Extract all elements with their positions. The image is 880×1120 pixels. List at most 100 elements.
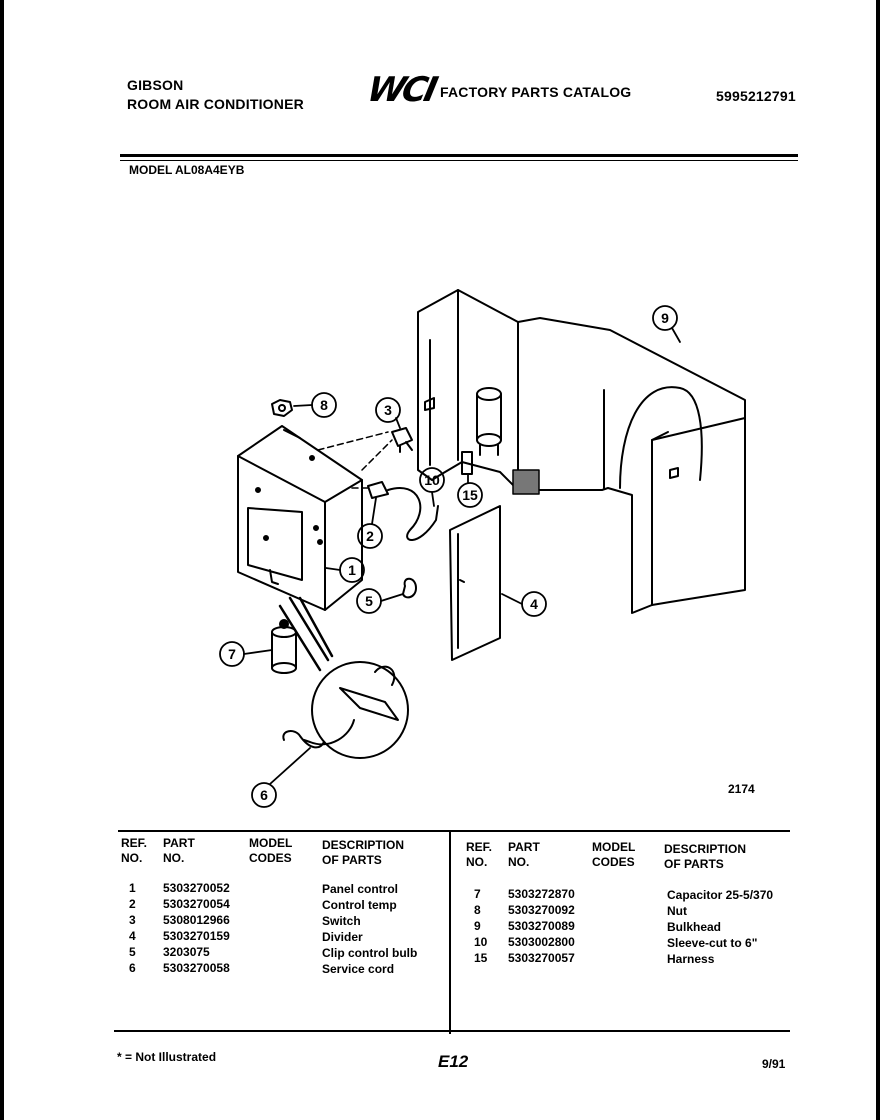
header-part-no-left: PART NO. <box>163 836 195 866</box>
header-ref-no-right: REF. NO. <box>466 840 492 870</box>
table-row-ref: 8 <box>474 903 481 917</box>
table-row-ref: 6 <box>129 961 136 975</box>
header-ref-line2: NO. <box>466 855 488 869</box>
product-name: ROOM AIR CONDITIONER <box>127 96 304 112</box>
callout-markers <box>219 305 681 808</box>
callout-labels: 8 3 9 10 15 2 1 5 4 7 6 <box>228 310 669 803</box>
table-row-ref: 2 <box>129 897 136 911</box>
header-part-line1: PART <box>163 836 195 850</box>
header-ref-no-left: REF. NO. <box>121 836 147 866</box>
callout-2: 2 <box>366 528 374 544</box>
callout-7: 7 <box>228 646 236 662</box>
exploded-parts-diagram: 8 3 9 10 15 2 1 5 4 7 6 <box>219 289 746 808</box>
bulkhead-part <box>417 289 746 614</box>
header-desc-line2: OF PARTS <box>322 853 382 867</box>
table-row-part: 5308012966 <box>163 913 230 927</box>
callout-6: 6 <box>260 787 268 803</box>
scan-border-left <box>0 0 4 1120</box>
table-row-desc: Panel control <box>322 882 399 896</box>
table-row-part: 5303272870 <box>508 887 575 901</box>
table-row-desc: Capacitor 25-5/370 <box>667 888 774 902</box>
callout-3: 3 <box>384 402 392 418</box>
control-temp-part <box>367 481 439 541</box>
table-row-desc: Control temp <box>322 898 397 912</box>
header-model-line1: MODEL <box>592 840 636 854</box>
table-row-ref: 4 <box>129 929 136 943</box>
scan-border-right <box>876 0 880 1120</box>
callout-1: 1 <box>348 562 356 578</box>
left-desc-column: Panel control Control temp Switch Divide… <box>322 881 417 977</box>
table-row-part: 5303270052 <box>163 881 230 895</box>
header-model-codes-left: MODEL CODES <box>249 836 292 866</box>
table-row-desc: Harness <box>667 952 715 966</box>
table-row-desc: Sleeve-cut to 6" <box>667 936 758 950</box>
header-ref-line1: REF. <box>121 836 148 850</box>
header-desc-line1: DESCRIPTION <box>664 842 747 856</box>
control-panel-part <box>237 425 363 611</box>
revision-date: 9/91 <box>762 1057 786 1071</box>
callout-15: 15 <box>462 487 478 503</box>
header-description-right: DESCRIPTION OF PARTS <box>664 842 746 872</box>
harness-part <box>461 451 473 475</box>
table-row-ref: 3 <box>129 913 136 927</box>
header-part-line2: NO. <box>163 851 185 865</box>
callout-9: 9 <box>661 310 669 326</box>
table-row-desc: Switch <box>322 914 361 928</box>
catalog-title: FACTORY PARTS CATALOG <box>440 84 632 100</box>
figure-number: 2174 <box>728 782 755 796</box>
table-top-rule <box>118 830 790 832</box>
nut-part <box>271 399 293 417</box>
header-model-codes-right: MODEL CODES <box>592 840 635 870</box>
header-rule-thick <box>120 154 798 157</box>
divider-part <box>449 505 501 661</box>
service-cord-part <box>278 596 409 759</box>
switch-part <box>391 427 413 453</box>
table-row-ref: 5 <box>129 945 136 959</box>
table-row-ref: 10 <box>474 935 488 949</box>
table-row-ref: 1 <box>129 881 136 895</box>
callout-5: 5 <box>365 593 373 609</box>
assembly-leaders <box>317 431 393 489</box>
header-part-line2: NO. <box>508 855 530 869</box>
table-row-desc: Clip control bulb <box>322 946 418 960</box>
header-ref-line2: NO. <box>121 851 143 865</box>
header-desc-line1: DESCRIPTION <box>322 838 405 852</box>
callout-8: 8 <box>320 397 328 413</box>
table-row-part: 5303270058 <box>163 961 230 975</box>
table-row-part: 5303270054 <box>163 897 230 911</box>
clip-control-bulb-part <box>402 577 417 599</box>
right-ref-column: 7 8 9 10 15 <box>474 886 487 966</box>
table-row-desc: Divider <box>322 930 363 944</box>
catalog-number: 5995212791 <box>716 88 796 104</box>
page-number: E12 <box>438 1052 469 1071</box>
not-illustrated-note: * = Not Illustrated <box>117 1050 217 1064</box>
header-ref-line1: REF. <box>466 840 493 854</box>
wci-logo: WCI <box>363 70 439 110</box>
table-row-part: 5303002800 <box>508 935 575 949</box>
table-row-ref: 7 <box>474 887 481 901</box>
header-part-no-right: PART NO. <box>508 840 540 870</box>
capacitor-part <box>271 619 297 674</box>
left-ref-column: 1 2 3 4 5 6 <box>129 880 136 976</box>
table-row-part: 5303270092 <box>508 903 575 917</box>
callout-10: 10 <box>424 472 440 488</box>
header-model-line1: MODEL <box>249 836 293 850</box>
table-row-ref: 15 <box>474 951 488 965</box>
right-desc-column: Capacitor 25-5/370 Nut Bulkhead Sleeve-c… <box>667 887 773 967</box>
right-part-column: 5303272870 5303270092 5303270089 5303002… <box>508 886 575 966</box>
table-bottom-rule <box>114 1030 790 1032</box>
callout-4: 4 <box>530 596 538 612</box>
header-rule-thin <box>120 160 798 161</box>
brand-name: GIBSON <box>127 77 184 93</box>
compressor-part <box>476 387 502 456</box>
table-row-part: 5303270159 <box>163 929 230 943</box>
left-part-column: 5303270052 5303270054 5308012966 5303270… <box>163 880 230 976</box>
table-row-part: 3203075 <box>163 945 210 959</box>
table-row-part: 5303270057 <box>508 951 575 965</box>
header-part-line1: PART <box>508 840 540 854</box>
table-row-ref: 9 <box>474 919 481 933</box>
table-row-desc: Service cord <box>322 962 395 976</box>
model-label: MODEL AL08A4EYB <box>129 163 245 177</box>
table-row-desc: Bulkhead <box>667 920 722 934</box>
table-center-divider <box>449 830 451 1034</box>
